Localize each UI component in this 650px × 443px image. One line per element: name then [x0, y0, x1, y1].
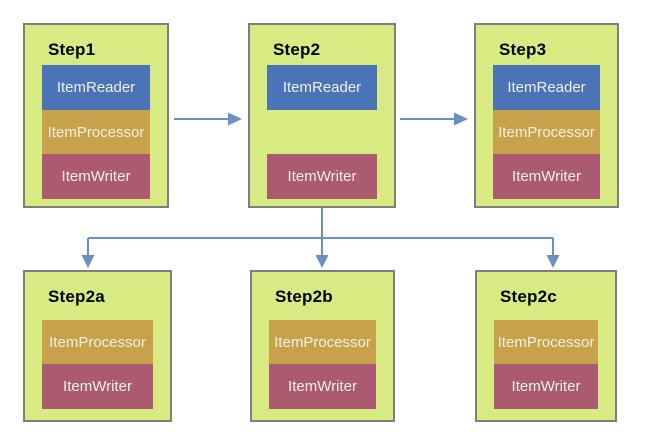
step-box-step2c: Step2c ItemProcessor ItemWriter — [475, 270, 617, 422]
arrow-step1-step2 — [174, 112, 242, 126]
arrow-step2-fanout — [81, 208, 560, 268]
arrowhead-step2a — [81, 255, 95, 268]
component-itemprocessor: ItemProcessor — [493, 110, 600, 155]
component-itemwriter: ItemWriter — [42, 154, 150, 199]
arrowhead-step2b — [315, 255, 329, 268]
component-itemwriter: ItemWriter — [269, 364, 376, 409]
step-title: Step3 — [499, 40, 547, 59]
step-title: Step2b — [275, 287, 333, 306]
arrow-step2-step3 — [400, 112, 468, 126]
step-box-step2b: Step2b ItemProcessor ItemWriter — [250, 270, 395, 422]
component-itemreader: ItemReader — [42, 65, 150, 110]
component-itemprocessor: ItemProcessor — [269, 320, 376, 365]
step-title: Step2 — [273, 40, 321, 59]
step-title: Step1 — [48, 40, 96, 59]
component-itemwriter: ItemWriter — [493, 154, 600, 199]
component-itemwriter: ItemWriter — [42, 364, 153, 409]
component-itemwriter: ItemWriter — [494, 364, 598, 409]
component-itemreader: ItemReader — [493, 65, 600, 110]
step-box-step1: Step1 ItemReader ItemProcessor ItemWrite… — [23, 23, 169, 208]
step-title: Step2a — [48, 287, 105, 306]
step-box-step2a: Step2a ItemProcessor ItemWriter — [23, 270, 172, 422]
component-itemprocessor: ItemProcessor — [42, 320, 153, 365]
component-itemprocessor: ItemProcessor — [494, 320, 598, 365]
component-itemprocessor: ItemProcessor — [42, 110, 150, 155]
step-box-step2: Step2 ItemReader ItemWriter — [248, 23, 396, 208]
component-itemwriter: ItemWriter — [267, 154, 377, 199]
component-itemreader: ItemReader — [267, 65, 377, 110]
step-box-step3: Step3 ItemReader ItemProcessor ItemWrite… — [474, 23, 619, 208]
arrowhead-step2c — [546, 255, 560, 268]
step-title: Step2c — [500, 287, 557, 306]
